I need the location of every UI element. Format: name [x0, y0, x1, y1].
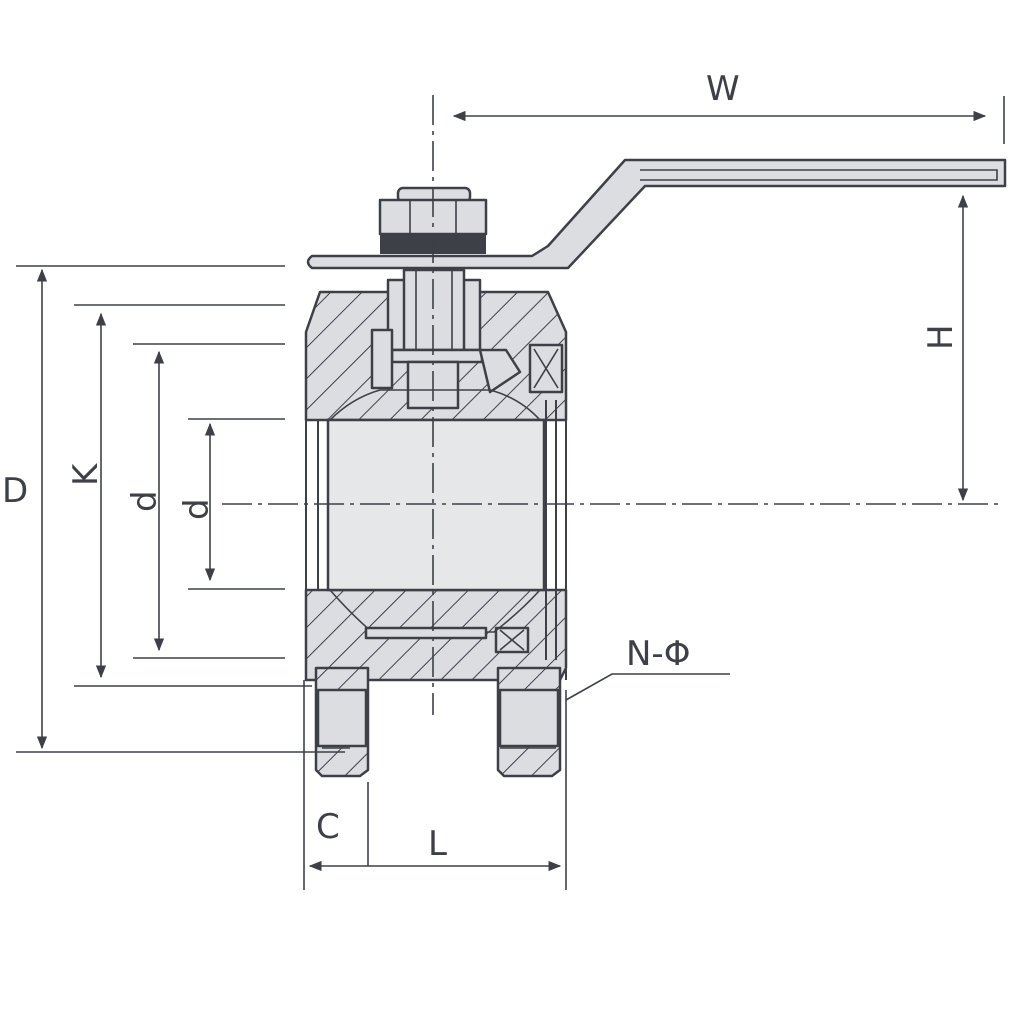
label-C: C [316, 807, 340, 847]
label-N-phi: N-Φ [626, 634, 690, 674]
right-dimension: H [921, 194, 969, 502]
bottom-dimensions: C L [303, 680, 567, 890]
label-K: K [66, 462, 106, 486]
label-H: H [921, 324, 961, 350]
label-W: W [706, 69, 740, 109]
lever-handle [306, 158, 1007, 270]
label-D: D [2, 471, 28, 511]
valve-body [304, 268, 568, 778]
bolt-hole-callout: N-Φ [565, 634, 730, 701]
left-dimensions: D K d d [2, 265, 345, 753]
top-dimension: W [452, 69, 1005, 144]
label-d-outer: d [125, 490, 165, 512]
label-d-inner: d [177, 498, 217, 520]
label-L: L [428, 824, 447, 864]
center-lines [222, 95, 1000, 715]
